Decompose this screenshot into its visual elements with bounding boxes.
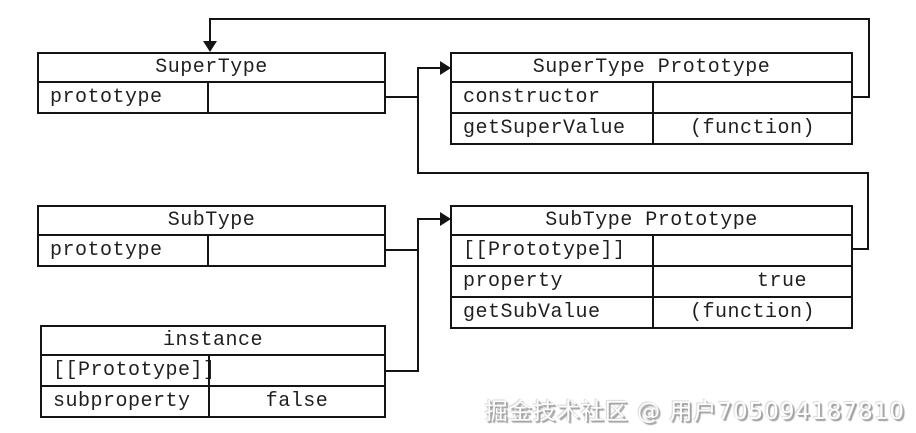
instance-box: instance [[Prototype]] subproperty false <box>40 325 386 418</box>
row-key: [[Prototype]] <box>463 239 626 262</box>
row-value <box>207 83 384 112</box>
row-value <box>208 356 384 385</box>
table-row: subproperty false <box>42 385 384 416</box>
table-row: getSubValue (function) <box>452 296 851 327</box>
row-key: prototype <box>50 86 163 109</box>
row-value: false <box>208 387 384 416</box>
supertype-prototype-box: SuperType Prototype constructor getSuper… <box>450 52 853 145</box>
constructor-loop-top-line <box>209 18 870 20</box>
row-key: constructor <box>463 86 601 109</box>
table-row: property true <box>452 265 851 296</box>
subtype-prototype-box: SubType Prototype [[Prototype]] property… <box>450 205 853 329</box>
row-value <box>652 83 851 112</box>
table-row: prototype <box>39 234 384 265</box>
row-value <box>652 236 851 265</box>
row-key: getSuperValue <box>463 117 626 140</box>
row-value: (function) <box>652 298 851 327</box>
row-key: getSubValue <box>463 301 601 324</box>
junction-vertical-top <box>417 67 419 174</box>
subtype-title: SubType <box>167 209 256 232</box>
row-key: property <box>463 270 564 293</box>
arrowhead-into-supertype <box>203 41 217 52</box>
row-value: true <box>652 267 851 296</box>
row-value: (function) <box>652 114 851 143</box>
row-value <box>207 236 384 265</box>
table-row: constructor <box>452 81 851 112</box>
supertype-box: SuperType prototype <box>37 52 386 114</box>
constructor-loop-right-line <box>868 18 870 98</box>
arrow-stub-supertype-prototype <box>418 67 444 69</box>
subtype-prototype-title: SubType Prototype <box>545 209 758 232</box>
table-row: [[Prototype]] <box>452 234 851 265</box>
row-key: prototype <box>50 239 163 262</box>
table-row: prototype <box>39 81 384 112</box>
row-key: [[Prototype]] <box>53 359 216 382</box>
arrowhead-into-subtype-prototype <box>440 212 451 226</box>
juejin-watermark: 掘金技术社区 @ 用户705094187810 <box>484 399 905 425</box>
table-row: [[Prototype]] <box>42 354 384 385</box>
instance-title: instance <box>162 329 263 352</box>
arrowhead-into-supertype-prototype <box>440 61 451 75</box>
row-key: subproperty <box>53 390 191 413</box>
arrow-stub-subtype-prototype <box>418 218 444 220</box>
constructor-loop-left-line <box>209 18 211 44</box>
supertype-title: SuperType <box>155 56 268 79</box>
supertype-prototype-title: SuperType Prototype <box>532 56 771 79</box>
protolink-horizontal <box>417 172 869 174</box>
protolink-right-vertical <box>867 172 869 250</box>
table-row: getSuperValue (function) <box>452 112 851 143</box>
subtype-box: SubType prototype <box>37 205 386 267</box>
junction-vertical-bottom <box>417 218 419 372</box>
